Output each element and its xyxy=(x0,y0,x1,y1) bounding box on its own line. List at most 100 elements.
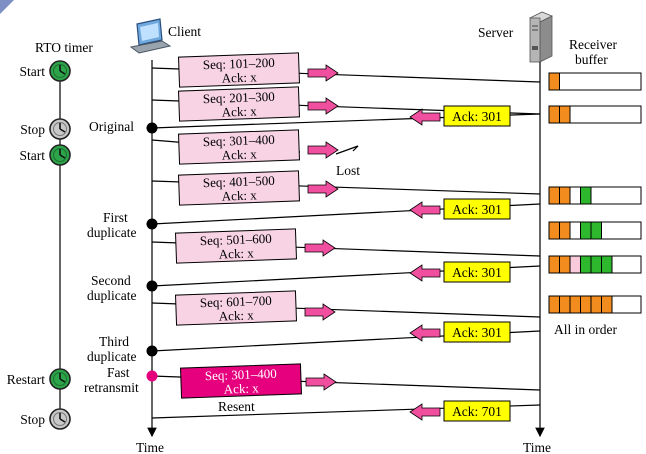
ack-label: Ack: 301 xyxy=(452,202,502,217)
original-label: Original xyxy=(89,119,134,134)
right-arrow-icon xyxy=(304,303,336,321)
ack-label: Ack: 701 xyxy=(452,404,502,419)
event-dot xyxy=(146,122,158,134)
ack-label: Ack: 301 xyxy=(452,109,502,124)
buffer-cell xyxy=(548,295,560,314)
fast-retransmit-label-line1: Fast xyxy=(107,365,130,380)
third-duplicate-label-line1: Third xyxy=(99,334,129,349)
left-arrow-icon xyxy=(409,264,441,282)
right-arrow-icon xyxy=(307,97,339,115)
rto-timer-label: RTO timer xyxy=(35,40,93,55)
ack-box: Ack: 301 xyxy=(443,198,511,220)
buffer-cell xyxy=(548,221,560,240)
segment-seq-label: Seq: 301–400 xyxy=(203,132,275,149)
timer-clock-icon xyxy=(49,408,71,430)
laptop-icon xyxy=(129,18,172,54)
event-dot xyxy=(146,218,158,230)
right-arrow-icon xyxy=(307,64,339,82)
server-icon xyxy=(529,11,553,63)
lost-marker xyxy=(335,145,359,155)
all-in-order-label: All in order xyxy=(554,322,617,337)
buffer-cell xyxy=(590,255,602,274)
second-duplicate-label-line1: Second xyxy=(91,273,131,288)
timer-event-label: Start xyxy=(20,64,46,79)
left-arrow-icon xyxy=(409,108,441,126)
buffer-cell xyxy=(569,295,581,314)
receiver-buffer xyxy=(548,295,642,314)
buffer-cell xyxy=(601,295,613,314)
first-duplicate-label-line1: First xyxy=(103,210,128,225)
segment-seq-label: Seq: 301–400 xyxy=(205,366,277,383)
right-arrow-icon xyxy=(307,141,339,159)
server-label: Server xyxy=(478,25,514,40)
client-label: Client xyxy=(168,24,201,39)
ack-box: Ack: 301 xyxy=(443,261,511,283)
buffer-cell xyxy=(580,295,592,314)
fast-retransmit-label-line2: retransmit xyxy=(84,380,139,395)
event-dot xyxy=(146,370,158,382)
buffer-cell xyxy=(580,221,592,240)
buffer-cell xyxy=(580,186,592,205)
buffer-cell xyxy=(559,221,571,240)
ack-label: Ack: 301 xyxy=(452,325,502,340)
second-duplicate-label-line2: duplicate xyxy=(87,288,136,303)
server-time-label: Time xyxy=(523,440,551,454)
timer-clock-icon xyxy=(49,144,71,166)
corner-accent xyxy=(0,0,14,14)
buffer-cell xyxy=(590,221,602,240)
buffer-cell xyxy=(559,255,571,274)
right-arrow-icon xyxy=(307,180,339,198)
right-arrow-icon xyxy=(304,239,336,257)
timer-event-label: Start xyxy=(20,148,46,163)
receiver-buffer xyxy=(548,105,642,124)
event-dot xyxy=(146,345,158,357)
left-arrow-icon xyxy=(409,403,441,421)
segment-ack-label: Ack: x xyxy=(218,245,254,261)
client-time-label: Time xyxy=(136,440,164,454)
segment-seq-label: Seq: 601–700 xyxy=(200,293,272,310)
receiver-buffer xyxy=(548,221,642,240)
buffer-cell xyxy=(590,295,602,314)
receiver-buffer-label-line1: Receiver xyxy=(569,37,617,52)
segment-ack-label: Ack: x xyxy=(221,146,257,162)
buffer-cell xyxy=(559,105,571,124)
event-dot xyxy=(146,280,158,292)
segment-seq-label: Seq: 401–500 xyxy=(203,173,275,190)
segment-ack-label: Ack: x xyxy=(218,307,254,323)
receiver-buffer xyxy=(548,255,642,274)
third-duplicate-label-line2: duplicate xyxy=(87,349,136,364)
resent-label: Resent xyxy=(218,399,255,414)
buffer-cell xyxy=(548,186,560,205)
ack-label: Ack: 301 xyxy=(452,265,502,280)
receiver-buffer xyxy=(548,186,642,205)
segment-seq-label: Seq: 501–600 xyxy=(200,231,272,248)
buffer-cell xyxy=(569,255,581,274)
buffer-cell xyxy=(580,255,592,274)
segment-ack-label: Ack: x xyxy=(223,380,259,396)
right-arrow-icon xyxy=(305,373,337,391)
ack-box: Ack: 301 xyxy=(443,105,511,127)
receiver-buffer xyxy=(548,72,642,91)
left-arrow-icon xyxy=(409,324,441,342)
lost-label: Lost xyxy=(336,163,360,178)
buffer-cell xyxy=(559,186,571,205)
left-arrow-icon xyxy=(409,201,441,219)
segment-ack-label: Ack: x xyxy=(221,103,257,119)
timer-event-label: Stop xyxy=(20,412,45,427)
segment-seq-label: Seq: 201–300 xyxy=(203,89,275,106)
buffer-cell xyxy=(548,72,560,91)
timer-clock-icon xyxy=(49,60,71,82)
timer-clock-icon xyxy=(49,368,71,390)
timer-event-label: Restart xyxy=(7,372,45,387)
ack-box: Ack: 301 xyxy=(443,321,511,343)
segment-seq-label: Seq: 101–200 xyxy=(203,55,275,72)
buffer-cell xyxy=(559,295,571,314)
segment-ack-label: Ack: x xyxy=(221,69,257,85)
